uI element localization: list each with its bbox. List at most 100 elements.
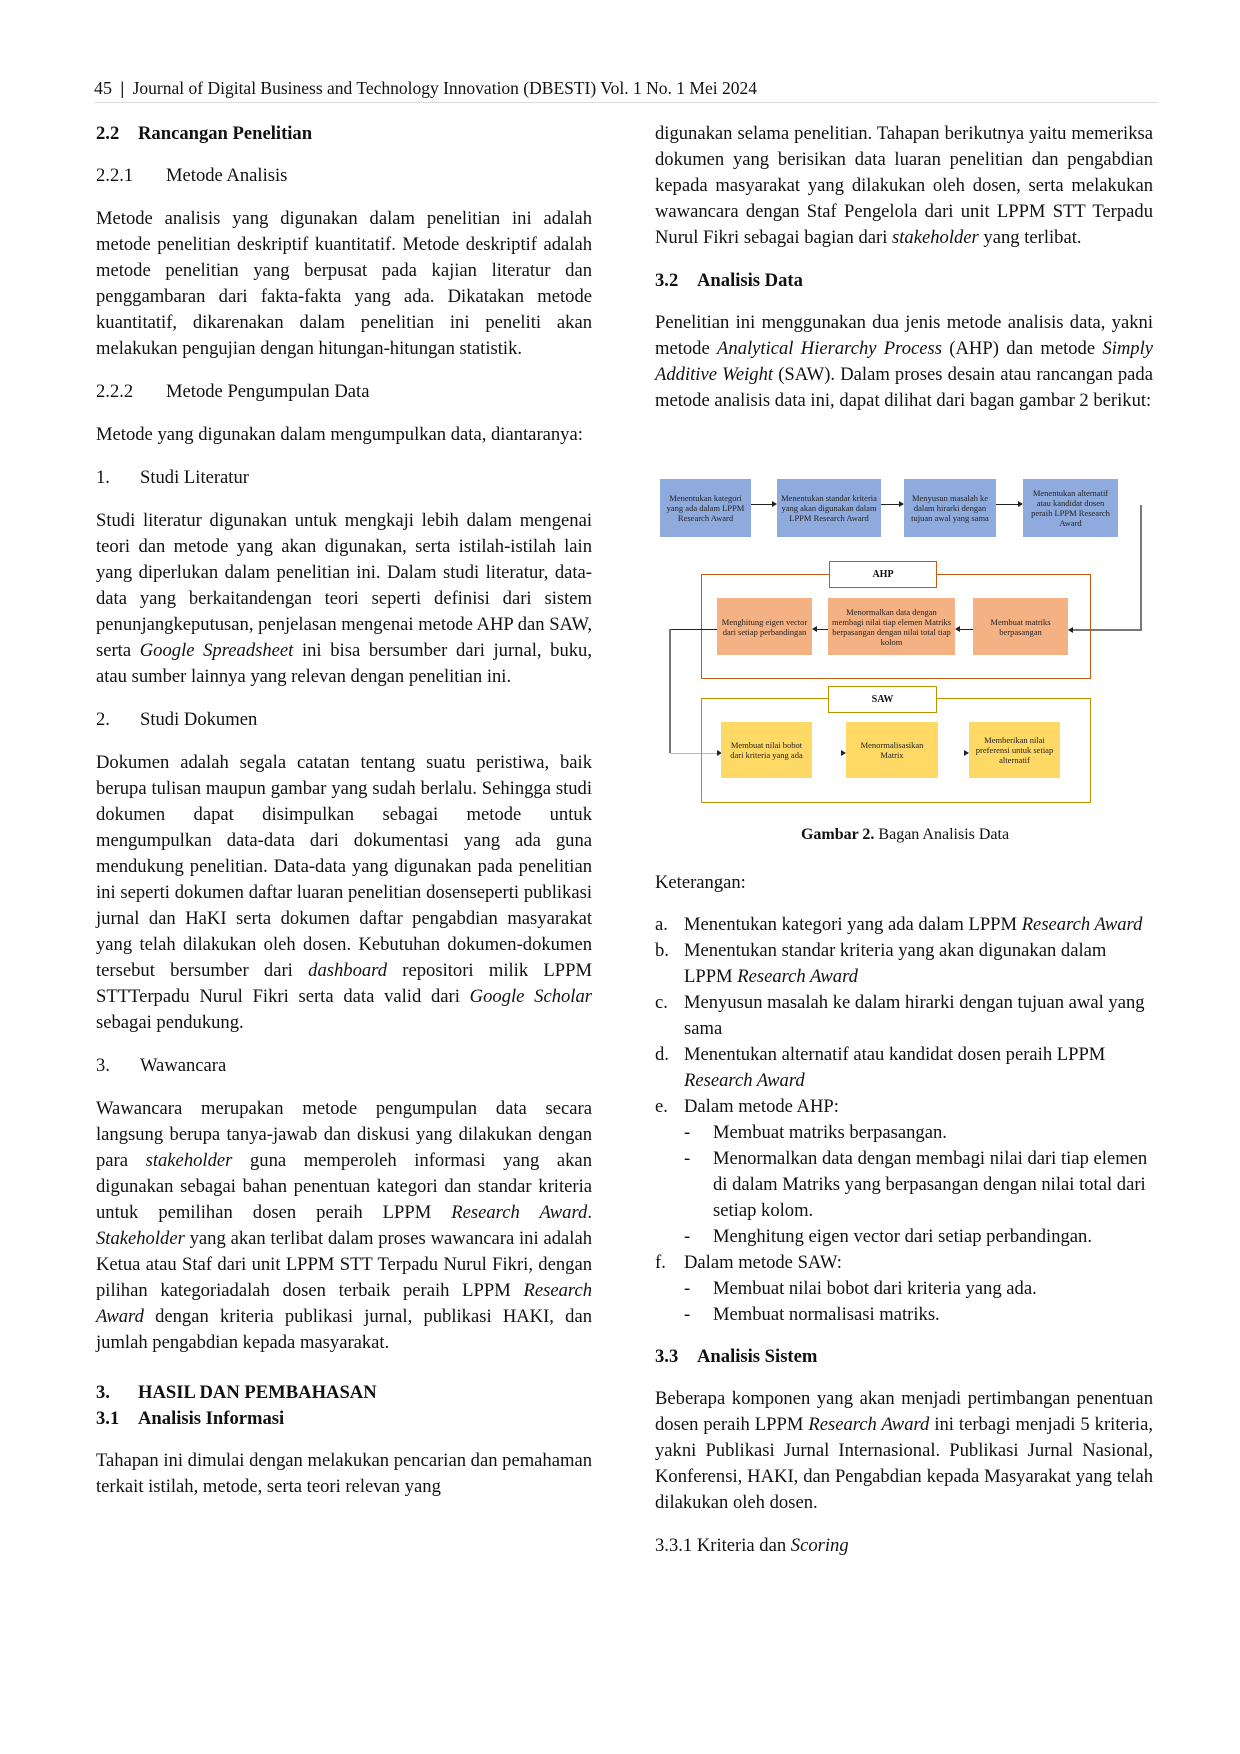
dash-marker: -: [684, 1148, 691, 1169]
italic-term: Research Award: [808, 1414, 930, 1435]
text-run: dengan kriteria publikasi jurnal, publik…: [96, 1306, 592, 1353]
arrowhead-icon: [1018, 501, 1023, 507]
ahp-step-box: Membuat matriks berpasangan: [973, 598, 1068, 655]
caption-label: Gambar 2.: [800, 826, 875, 843]
sub-list-item: -Membuat nilai bobot dari kriteria yang …: [684, 1276, 1153, 1302]
heading-text: HASIL DAN PEMBAHASAN: [138, 1382, 377, 1403]
text-run: ini bisa bersumber dari jurnal, buku, at…: [96, 640, 593, 687]
running-header: 45 | Journal of Digital Business and Tec…: [94, 78, 1158, 103]
saw-step-box: Membuat nilai bobot dari kriteria yang a…: [721, 722, 812, 778]
text-run: Wawancara merupakan metode pengumpulan d…: [96, 1098, 592, 1171]
subsection-heading: 3. Wawancara: [96, 1053, 592, 1079]
arrowhead-icon: [841, 750, 846, 756]
list-marker: c.: [655, 992, 668, 1013]
italic-term: Research Award: [96, 1280, 592, 1327]
subsection-heading: 3.3.1 Kriteria dan Scoring: [655, 1533, 1153, 1559]
legend-item: b.Menentukan standar kriteria yang akan …: [655, 938, 1153, 990]
diagram-step-box: Menyusun masalah ke dalam hirarki dengan…: [904, 479, 996, 537]
text-run: digunakan selama penelitian. Tahapan ber…: [655, 123, 1153, 248]
arrowhead-icon: [964, 750, 969, 756]
section-heading: 2.2 Rancangan Penelitian: [96, 121, 592, 147]
heading-text: Wawancara: [140, 1055, 227, 1076]
section-heading: 3.2 Analisis Data: [655, 268, 1153, 294]
connector-line: [1073, 629, 1142, 631]
dash-marker: -: [684, 1278, 691, 1299]
dash-marker: -: [684, 1304, 691, 1325]
heading-text: Studi Literatur: [140, 467, 249, 488]
heading-number: 2.2: [96, 123, 120, 144]
text-run: .: [587, 1202, 592, 1223]
text-run: Studi literatur digunakan untuk mengkaji…: [96, 510, 592, 661]
diagram-step-box: Menentukan kategori yang ada dalam LPPM …: [660, 479, 751, 537]
paragraph: Tahapan ini dimulai dengan melakukan pen…: [96, 1448, 592, 1500]
ahp-step-box: Menghitung eigen vector dari setiap perb…: [717, 598, 812, 655]
diagram-step-box: Menentukan standar kriteria yang akan di…: [777, 479, 881, 537]
figure-analysis-diagram: Menentukan kategori yang ada dalam LPPM …: [655, 470, 1155, 815]
subsection-heading: 1. Studi Literatur: [96, 465, 592, 491]
heading-text: Analisis Data: [697, 270, 803, 291]
keterangan-label: Keterangan:: [655, 872, 746, 893]
sub-item-text: Menghitung eigen vector dari setiap perb…: [713, 1226, 1092, 1247]
paragraph: Wawancara merupakan metode pengumpulan d…: [96, 1096, 592, 1356]
paragraph: Penelitian ini menggunakan dua jenis met…: [655, 310, 1153, 414]
arrowhead-icon: [812, 626, 817, 632]
heading-text: Metode Pengumpulan Data: [166, 381, 370, 402]
connector-line: [1140, 505, 1142, 631]
heading-number: 3.2: [655, 270, 679, 291]
paragraph: Studi literatur digunakan untuk mengkaji…: [96, 508, 592, 690]
italic-term: stakeholder: [892, 227, 979, 248]
paragraph: Metode yang digunakan dalam mengumpulkan…: [96, 422, 592, 448]
arrowhead-icon: [899, 501, 904, 507]
dash-marker: -: [684, 1226, 691, 1247]
text-run: Penelitian ini menggunakan dua jenis met…: [655, 312, 1153, 359]
italic-term: Analytical Hierarchy Process: [717, 338, 942, 359]
section-heading: 3.1 Analisis Informasi: [96, 1406, 592, 1432]
arrow-line: [881, 504, 900, 505]
sub-item-text: Membuat normalisasi matriks.: [713, 1304, 940, 1325]
italic-term: Research Award: [737, 966, 858, 987]
caption-text: Bagan Analisis Data: [878, 826, 1010, 843]
text-run: Tahapan ini dimulai dengan melakukan pen…: [96, 1450, 592, 1497]
paragraph: Metode analisis yang digunakan dalam pen…: [96, 206, 592, 362]
figure-caption: Gambar 2. Bagan Analisis Data: [655, 826, 1155, 844]
sub-item-text: Membuat matriks berpasangan.: [713, 1122, 947, 1143]
italic-term: Research Award: [684, 1070, 805, 1091]
text-run: 3.3.1 Kriteria dan: [655, 1535, 791, 1556]
connector-line: [670, 753, 717, 754]
subsection-heading: 2.Studi Dokumen: [96, 707, 592, 733]
italic-term: Scoring: [790, 1535, 849, 1556]
list-marker: f.: [655, 1252, 666, 1273]
heading-number: 1.: [96, 467, 110, 488]
sub-list: -Membuat nilai bobot dari kriteria yang …: [684, 1276, 1153, 1328]
sub-list-item: - Membuat matriks berpasangan.: [684, 1120, 1153, 1146]
list-marker: a.: [655, 914, 668, 935]
dash-marker: -: [684, 1122, 691, 1143]
arrow-line: [817, 629, 828, 630]
heading-number: 3.3: [655, 1346, 679, 1367]
heading-number: 3.: [96, 1055, 110, 1076]
sub-list-item: -Menormalkan data dengan membagi nilai d…: [684, 1146, 1153, 1224]
text-run: ini terbagi menjadi 5 kriteria, yakni Pu…: [655, 1414, 1154, 1513]
heading-number: 2.2.2: [96, 381, 134, 402]
arrow-line: [751, 504, 773, 505]
text-run: Menyusun masalah ke dalam hirarki dengan…: [684, 992, 1145, 1039]
text-run: Menentukan alternatif atau kandidat dose…: [684, 1044, 1106, 1065]
list-marker: d.: [655, 1044, 669, 1065]
ahp-label: AHP: [829, 561, 937, 588]
heading-number: 3.1: [96, 1408, 120, 1429]
arrowhead-icon: [717, 750, 722, 756]
paragraph: Beberapa komponen yang akan menjadi pert…: [655, 1386, 1153, 1516]
heading-text: Analisis Informasi: [138, 1408, 285, 1429]
text-run: Beberapa komponen yang akan menjadi pert…: [655, 1388, 1153, 1435]
heading-text: Metode Analisis: [166, 165, 288, 186]
sub-list-item: - Membuat normalisasi matriks.: [684, 1302, 1153, 1328]
subsection-heading: 2.2.2 Metode Pengumpulan Data: [96, 379, 592, 405]
list-marker: e.: [655, 1096, 668, 1117]
heading-text: Analisis Sistem: [697, 1346, 818, 1367]
arrow-line: [996, 504, 1019, 505]
page-number: 45: [94, 78, 112, 98]
heading-text: Rancangan Penelitian: [138, 123, 313, 144]
text-run: Menentukan standar kriteria yang akan di…: [684, 940, 1107, 987]
